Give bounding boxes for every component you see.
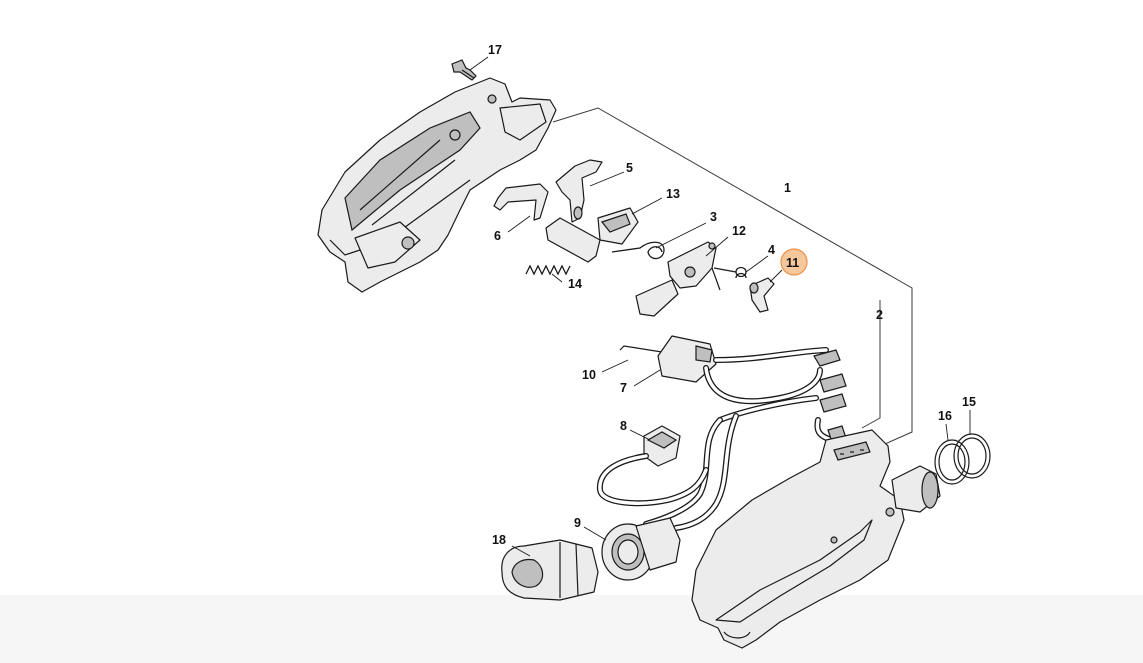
callout-16[interactable]: 16	[938, 409, 952, 423]
callout-9[interactable]: 9	[574, 516, 581, 530]
floor-shading	[0, 595, 1143, 663]
electronics-module-7	[657, 335, 717, 383]
callout-2[interactable]: 2	[876, 308, 883, 322]
o-ring-16	[934, 439, 970, 485]
spring-4	[711, 266, 747, 291]
callout-highlight-circle	[780, 248, 808, 276]
switch-8	[596, 425, 709, 507]
torsion-spring-3	[611, 241, 665, 260]
callout-13[interactable]: 13	[666, 187, 680, 201]
lever-assembly-13	[545, 207, 639, 263]
latch-pin-11	[749, 277, 775, 313]
lockout-lever-6	[493, 183, 549, 221]
callout-1[interactable]: 1	[784, 181, 791, 195]
o-ring-15	[953, 433, 991, 479]
socket-ring-9	[601, 517, 681, 581]
leader-lines	[469, 56, 971, 557]
callout-6[interactable]: 6	[494, 229, 501, 243]
callout-5[interactable]: 5	[626, 161, 633, 175]
motor-collar	[891, 465, 941, 513]
callout-4[interactable]: 4	[768, 243, 775, 257]
switch-plate-12	[667, 241, 717, 289]
callout-3[interactable]: 3	[710, 210, 717, 224]
callout-labels: 17 5 1 13 3 6 12 4 11 14 2 10 7 16 15 8 …	[488, 43, 976, 547]
callout-15[interactable]: 15	[962, 395, 976, 409]
group-bracket-lines	[552, 107, 913, 449]
callout-7[interactable]: 7	[620, 381, 627, 395]
callout-10[interactable]: 10	[582, 368, 596, 382]
callout-12[interactable]: 12	[732, 224, 746, 238]
callout-8[interactable]: 8	[620, 419, 627, 433]
housing-shell-left	[317, 77, 557, 293]
callout-18[interactable]: 18	[492, 533, 506, 547]
grip-cap-18	[501, 539, 599, 601]
spring-14	[525, 264, 571, 276]
wiring-harness	[643, 347, 847, 531]
switch-button-part	[635, 279, 679, 317]
handle-housing-2	[691, 429, 905, 649]
screw-17	[451, 59, 477, 81]
callout-17[interactable]: 17	[488, 43, 502, 57]
callout-11[interactable]: 11	[786, 256, 799, 270]
callout-14[interactable]: 14	[568, 277, 582, 291]
trigger-lever-5	[555, 159, 603, 223]
